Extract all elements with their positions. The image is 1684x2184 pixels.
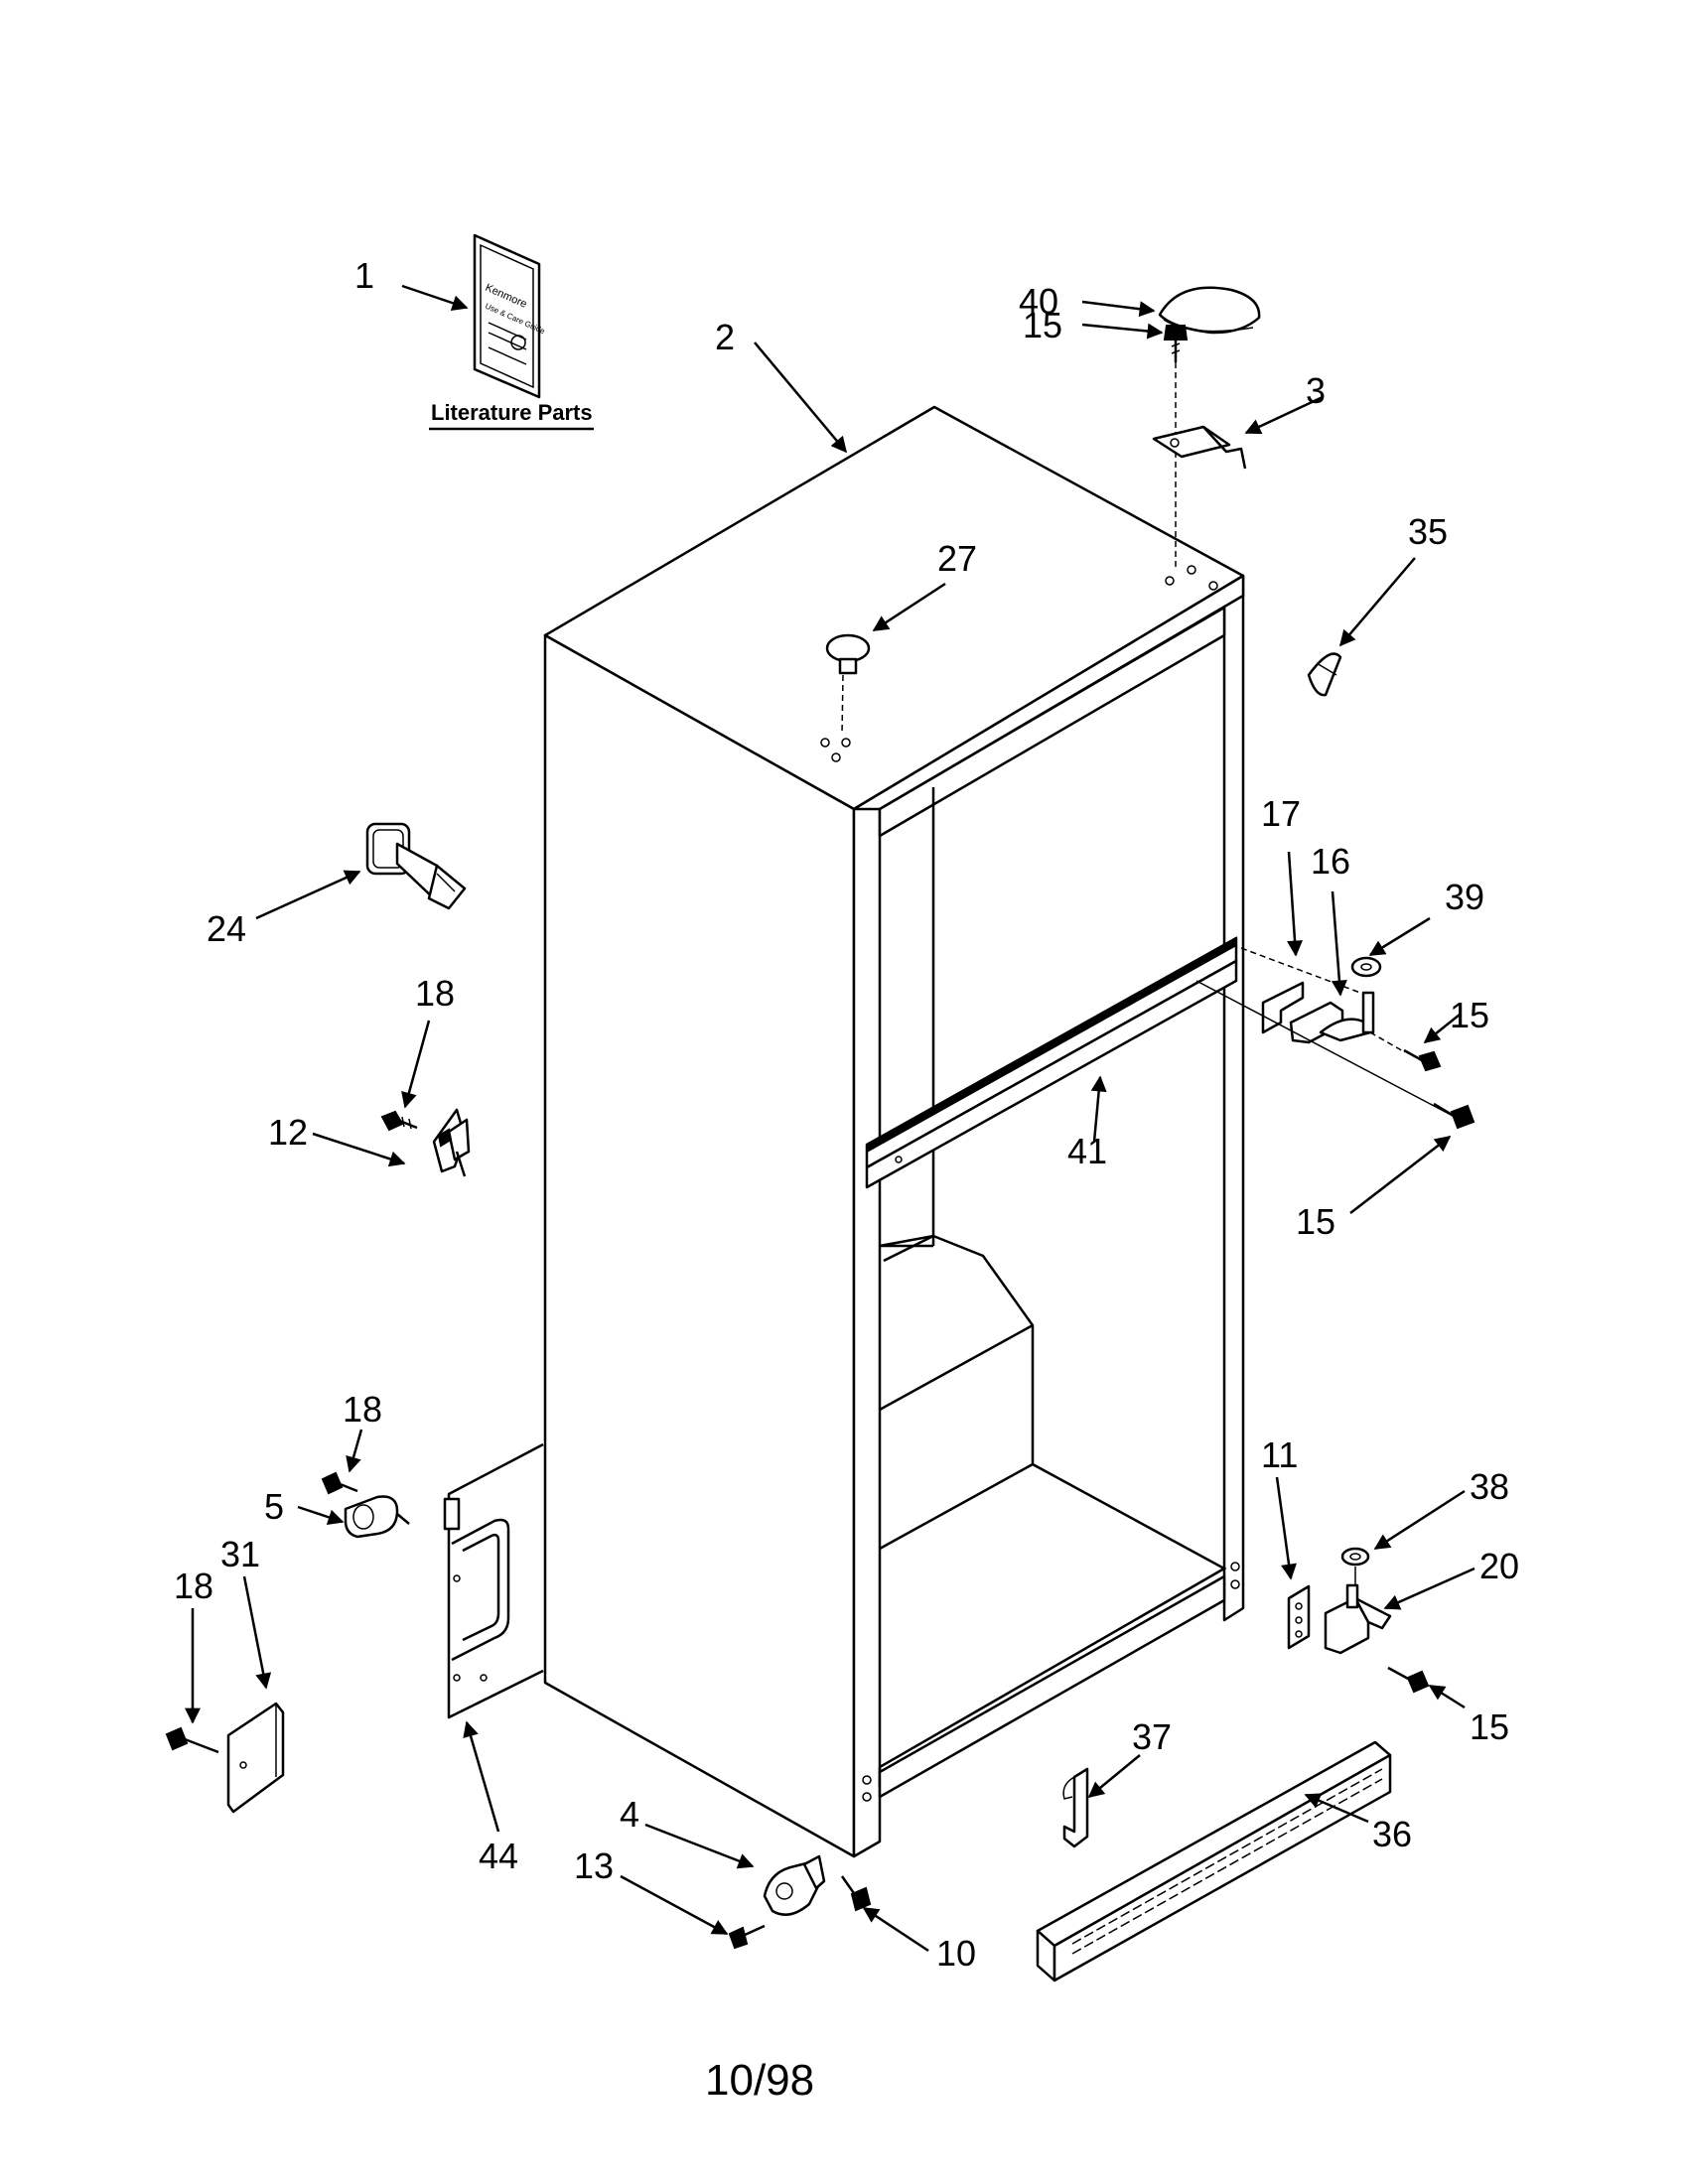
- leader-lines: [185, 284, 1475, 1953]
- grille-clip: [1062, 1767, 1089, 1848]
- callout-44: 44: [479, 1836, 518, 1876]
- callout-40: 40: [1019, 281, 1058, 322]
- screw-31: [165, 1726, 219, 1754]
- callout-5: 5: [264, 1486, 284, 1527]
- door-stop: [365, 822, 467, 910]
- hinge-bushing: [1307, 652, 1342, 697]
- callout-20: 20: [1479, 1546, 1519, 1586]
- washer-38: [1340, 1547, 1370, 1596]
- hinge-cover: [1158, 286, 1261, 335]
- cabinet-shell: [543, 405, 1245, 1858]
- callout-15a: 15: [1023, 305, 1062, 345]
- cover-plate: [226, 1702, 285, 1814]
- washer-39: [1350, 956, 1382, 978]
- callout-36: 36: [1372, 1814, 1412, 1854]
- center-hinge-assembly: [1195, 947, 1456, 1118]
- literature-parts-title: Literature Parts: [431, 400, 593, 425]
- back-flange: [443, 1442, 544, 1719]
- callout-27: 27: [937, 538, 977, 579]
- callout-4: 4: [620, 1794, 639, 1835]
- screw-13: [728, 1924, 766, 1950]
- callout-3: 3: [1306, 370, 1326, 411]
- toe-grille: [1036, 1740, 1392, 1982]
- callout-numbers: 1 2 40 15 3 27 35 24 18 12 17 16 39 15 4…: [174, 255, 1519, 1974]
- literature-booklet: Kenmore Use & Care Guide: [473, 233, 547, 399]
- latch-bracket: [432, 1108, 471, 1177]
- callout-10: 10: [936, 1933, 976, 1974]
- plug-button: [825, 633, 871, 736]
- callout-17: 17: [1261, 793, 1301, 834]
- leveler-bracket: [763, 1854, 826, 1916]
- callout-35: 35: [1408, 511, 1448, 552]
- screw-5: [321, 1471, 358, 1495]
- callout-41: 41: [1067, 1131, 1107, 1171]
- callout-18c: 18: [174, 1566, 213, 1606]
- screw-10: [840, 1875, 872, 1912]
- callout-16: 16: [1311, 841, 1350, 882]
- center-rail: [865, 936, 1238, 1189]
- callout-37: 37: [1132, 1716, 1172, 1757]
- callout-13: 13: [574, 1845, 614, 1886]
- callout-39: 39: [1445, 877, 1484, 917]
- bottom-hinge: [1324, 1583, 1392, 1655]
- cord-clamp: [344, 1495, 410, 1539]
- callout-38: 38: [1470, 1466, 1509, 1507]
- callout-11: 11: [1261, 1434, 1298, 1475]
- screw-15c: [1433, 1102, 1475, 1130]
- callout-18b: 18: [343, 1389, 382, 1430]
- callout-24: 24: [207, 908, 246, 949]
- callout-15c: 15: [1296, 1201, 1335, 1242]
- callout-18a: 18: [415, 973, 455, 1014]
- callout-31: 31: [220, 1534, 260, 1574]
- bottom-bracket: [1287, 1584, 1311, 1650]
- revision-date: 10/98: [705, 2056, 814, 2105]
- screw-15b: [1403, 1048, 1442, 1072]
- callout-2: 2: [715, 317, 735, 357]
- callout-12: 12: [268, 1112, 308, 1153]
- callout-1: 1: [354, 255, 374, 296]
- screw-15d: [1387, 1666, 1430, 1694]
- screw-12: [380, 1110, 418, 1132]
- top-hinge-assembly: [1152, 325, 1247, 571]
- callout-15b: 15: [1450, 995, 1489, 1035]
- callout-15d: 15: [1470, 1706, 1509, 1747]
